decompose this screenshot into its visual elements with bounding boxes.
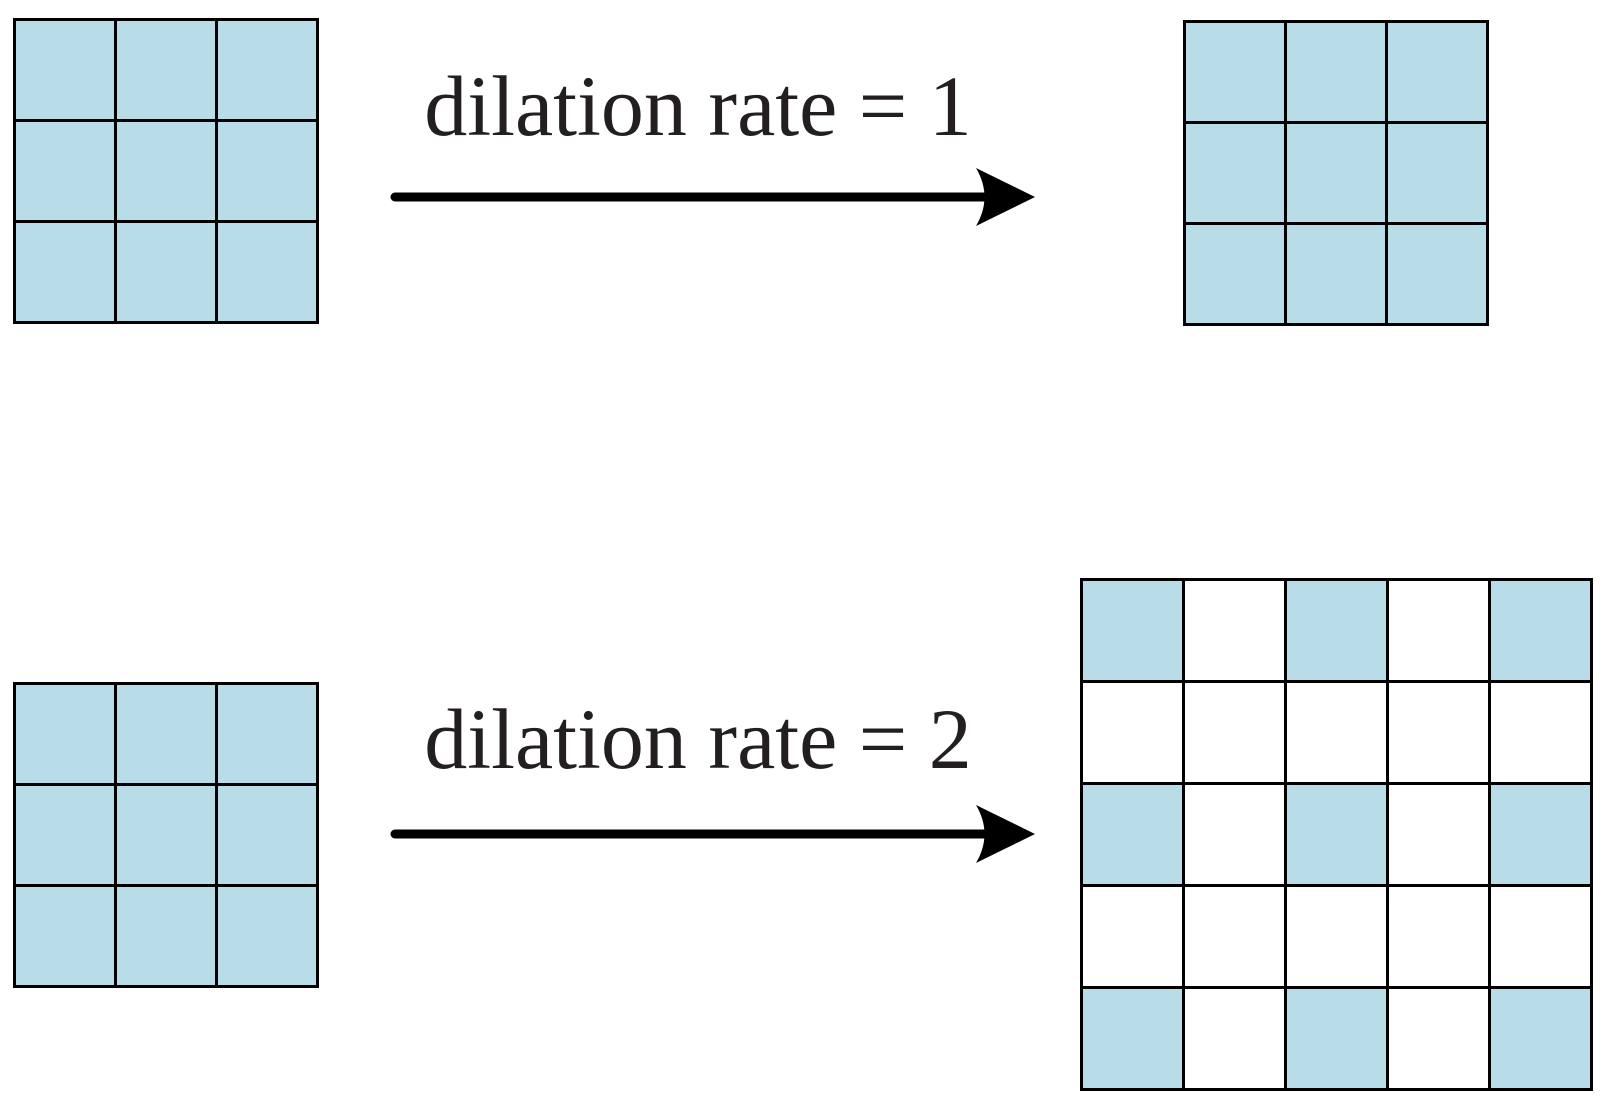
grid-cell-filled [218,21,316,119]
grid-cell-filled [16,223,114,321]
grid-cell-filled [16,786,114,884]
grid-cell-empty [1287,887,1386,986]
grid-cell-empty [1491,683,1590,782]
grid-cell-filled [1287,989,1386,1088]
grid-cell-filled [218,685,316,783]
grid-cell-empty [1083,683,1182,782]
grid-cell-filled [117,21,215,119]
grid-cell-filled [117,786,215,884]
grid-cell-filled [1491,989,1590,1088]
grid-cell-empty [1185,683,1284,782]
grid-cell-filled [1287,581,1386,680]
grid-cell-filled [117,887,215,985]
grid-cell-filled [218,786,316,884]
dilated-kernel-grid-output-rate2 [1080,578,1593,1091]
grid-cell-empty [1389,581,1488,680]
grid-cell-filled [16,685,114,783]
grid-cell-filled [1491,581,1590,680]
grid-cell-filled [1491,785,1590,884]
grid-cell-filled [16,21,114,119]
grid-cell-filled [1083,989,1182,1088]
grid-cell-empty [1491,887,1590,986]
grid-cell-filled [1388,225,1486,323]
grid-cell-filled [1186,23,1284,121]
grid-cell-empty [1287,683,1386,782]
grid-cell-filled [218,887,316,985]
grid-cell-empty [1389,989,1488,1088]
grid-cell-filled [218,223,316,321]
arrow-right-icon [390,168,1035,226]
grid-cell-empty [1389,785,1488,884]
grid-cell-filled [16,122,114,220]
arrow-right-icon [390,805,1035,863]
grid-cell-filled [117,685,215,783]
grid-cell-empty [1185,785,1284,884]
grid-cell-filled [1287,225,1385,323]
grid-cell-filled [1186,124,1284,222]
grid-cell-empty [1083,887,1182,986]
grid-cell-filled [1186,225,1284,323]
kernel-grid-input-rate2 [13,682,319,988]
grid-cell-empty [1185,887,1284,986]
grid-cell-empty [1389,683,1488,782]
grid-cell-filled [1083,785,1182,884]
grid-cell-filled [117,223,215,321]
grid-cell-filled [1388,124,1486,222]
grid-cell-filled [1388,23,1486,121]
grid-cell-filled [218,122,316,220]
grid-cell-filled [1287,124,1385,222]
dilation-rate-2-label: dilation rate = 2 [424,691,972,787]
grid-cell-empty [1185,581,1284,680]
kernel-grid-input-rate1 [13,18,319,324]
kernel-grid-output-rate1 [1183,20,1489,326]
grid-cell-filled [1287,23,1385,121]
dilation-rate-1-label: dilation rate = 1 [424,58,972,154]
grid-cell-empty [1185,989,1284,1088]
grid-cell-filled [1083,581,1182,680]
grid-cell-filled [16,887,114,985]
grid-cell-filled [1287,785,1386,884]
grid-cell-filled [117,122,215,220]
grid-cell-empty [1389,887,1488,986]
